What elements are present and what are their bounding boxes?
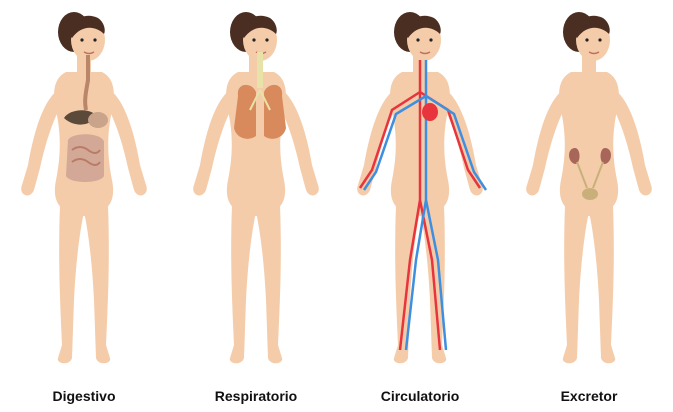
figure-label: Respiratorio [172,388,340,404]
figure-respiratory: Respiratorio [172,0,340,412]
figure-label: Excretor [505,388,673,404]
excretory-body-illustration [505,0,673,380]
intestines [66,134,104,182]
arteries [360,60,480,350]
digestive-body-illustration [0,0,168,380]
figure-digestive: Digestivo [0,0,168,412]
respiratory-body-illustration [172,0,340,380]
figure-label: Digestivo [0,388,168,404]
circulatory-body-illustration [336,0,504,380]
veins [364,60,486,350]
trachea [257,52,263,88]
bladder [582,188,598,200]
figure-excretory: Excretor [505,0,673,412]
figure-circulatory: Circulatorio [336,0,504,412]
stomach [88,112,108,128]
figure-label: Circulatorio [336,388,504,404]
heart [422,103,438,121]
